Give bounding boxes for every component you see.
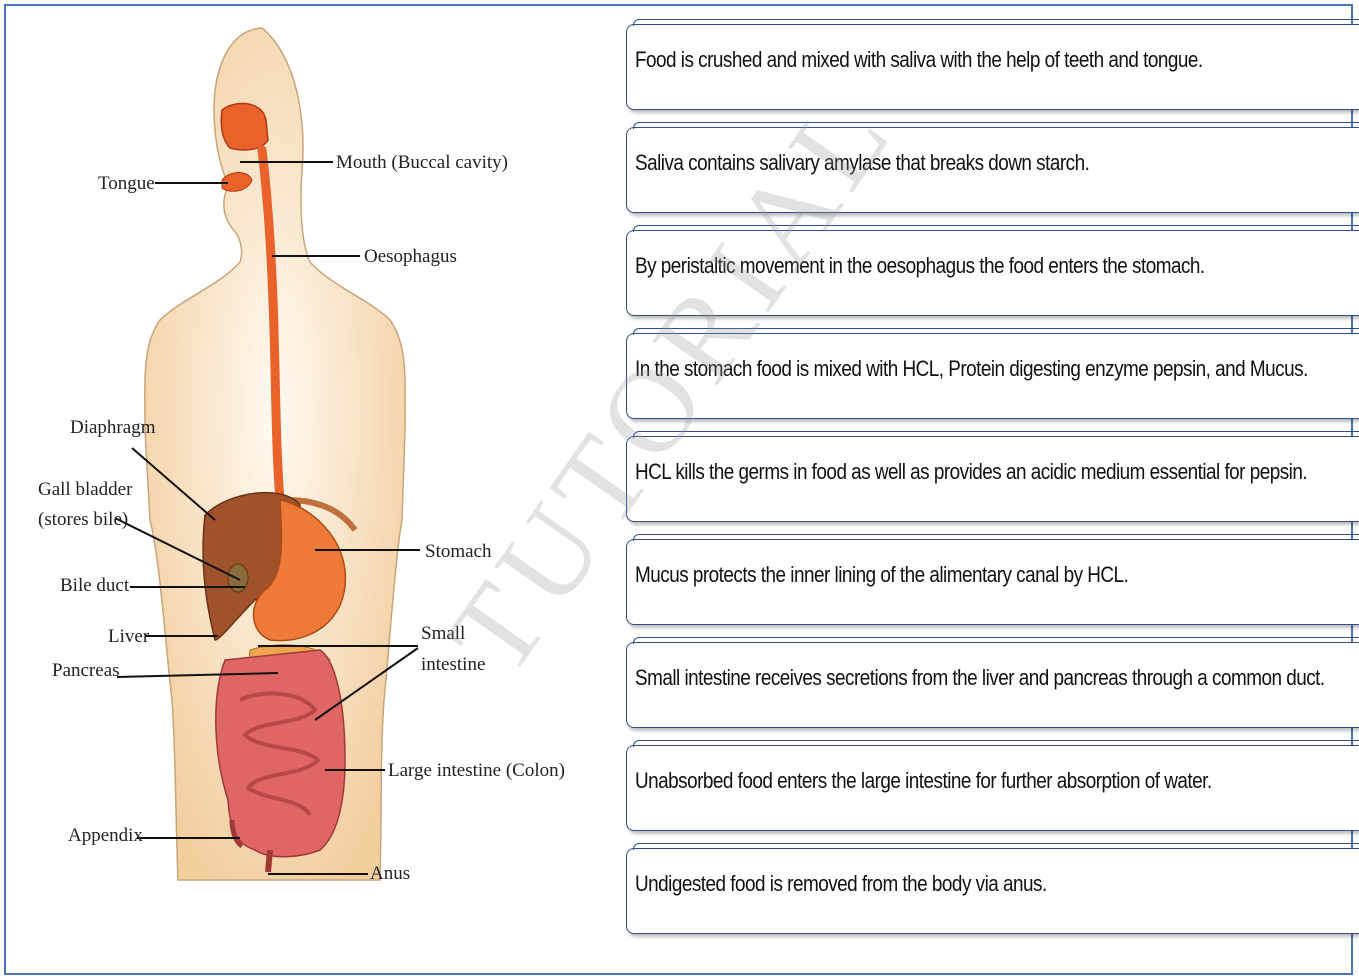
step-box: Unabsorbed food enters the large intesti…	[626, 745, 1359, 831]
label-gall-bladder: Gall bladder	[38, 479, 133, 500]
digestive-system-diagram: Tongue Mouth (Buccal cavity) Oesophagus …	[0, 0, 600, 979]
step-box: Saliva contains salivary amylase that br…	[626, 127, 1359, 213]
label-mouth: Mouth (Buccal cavity)	[336, 152, 508, 173]
label-diaphragm: Diaphragm	[70, 417, 156, 438]
label-oesophagus: Oesophagus	[364, 246, 457, 267]
step-box: Undigested food is removed from the body…	[626, 848, 1359, 934]
label-large-intestine: Large intestine (Colon)	[388, 760, 565, 781]
label-anus: Anus	[370, 863, 410, 884]
step-text: Mucus protects the inner lining of the a…	[635, 562, 1128, 588]
large-intestine-shape	[216, 650, 345, 857]
label-small-intestine: Small	[421, 623, 465, 644]
step-text: By peristaltic movement in the oesophagu…	[635, 253, 1205, 279]
step-box: Food is crushed and mixed with saliva wi…	[626, 24, 1359, 110]
label-appendix: Appendix	[68, 825, 143, 846]
label-small-intestine-2: intestine	[421, 654, 485, 675]
step-text: Small intestine receives secretions from…	[635, 665, 1325, 691]
step-text: Saliva contains salivary amylase that br…	[635, 150, 1089, 176]
step-box: By peristaltic movement in the oesophagu…	[626, 230, 1359, 316]
step-text: In the stomach food is mixed with HCL, P…	[635, 356, 1308, 382]
step-box: HCL kills the germs in food as well as p…	[626, 436, 1359, 522]
step-box: In the stomach food is mixed with HCL, P…	[626, 333, 1359, 419]
label-gall-bladder-note: (stores bile)	[38, 509, 128, 530]
step-text: HCL kills the germs in food as well as p…	[635, 459, 1307, 485]
rectum-shape	[268, 850, 270, 872]
label-stomach: Stomach	[425, 541, 492, 562]
step-box: Mucus protects the inner lining of the a…	[626, 539, 1359, 625]
step-box: Small intestine receives secretions from…	[626, 642, 1359, 728]
step-text: Undigested food is removed from the body…	[635, 871, 1047, 897]
label-tongue: Tongue	[98, 173, 155, 194]
label-liver: Liver	[108, 626, 150, 647]
label-bile-duct: Bile duct	[60, 575, 130, 596]
label-pancreas: Pancreas	[52, 660, 120, 681]
buccal-cavity	[221, 103, 268, 150]
step-text: Unabsorbed food enters the large intesti…	[635, 768, 1212, 794]
step-text: Food is crushed and mixed with saliva wi…	[635, 47, 1203, 73]
process-steps-list: Food is crushed and mixed with saliva wi…	[626, 24, 1359, 951]
